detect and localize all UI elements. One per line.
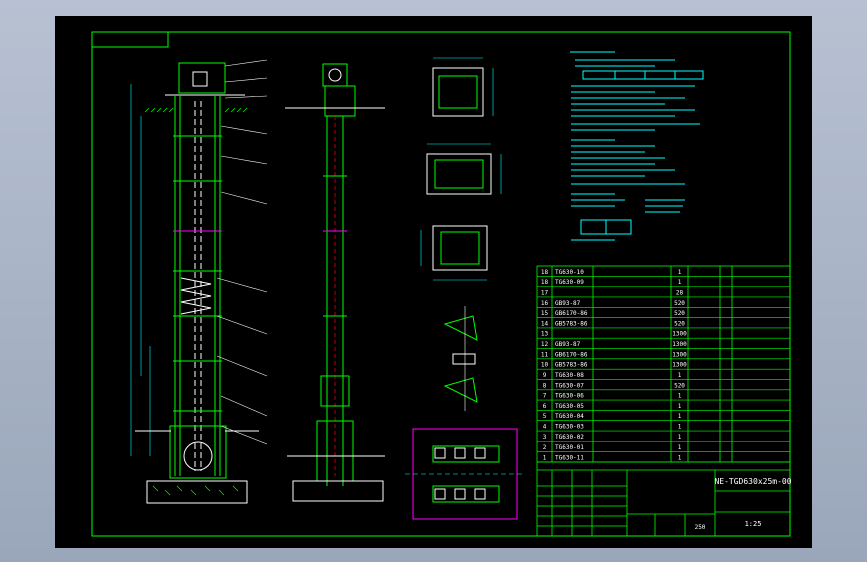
- bom-row-number: 9: [543, 372, 547, 379]
- bom-row-code: TG630-03: [555, 424, 584, 431]
- section-view-middle: [426, 143, 502, 195]
- bom-row-qty: 1: [678, 269, 682, 276]
- bom-row-qty: 1: [678, 279, 682, 286]
- drawing-number-text: NE-TGD630x25m-00: [714, 477, 791, 486]
- cad-drawing: 18TG630-10118TG630-091172816GB93-8752015…: [91, 31, 792, 537]
- bom-row-qty: 1300: [672, 351, 687, 358]
- bom-row-qty: 1: [678, 455, 682, 462]
- bom-row-number: 15: [541, 310, 549, 317]
- section-view-bottom: [420, 225, 488, 281]
- bom-row-code: GB5783-86: [555, 320, 588, 327]
- section-view-top: [432, 57, 494, 117]
- bom-row-code: TG630-07: [555, 382, 584, 389]
- bom-row-qty: 520: [674, 310, 685, 317]
- bom-row-number: 11: [541, 351, 549, 358]
- bucket-detail-view: [443, 306, 478, 411]
- bom-row-number: 1: [543, 455, 547, 462]
- side-elevation-view: [285, 63, 385, 502]
- bom-row-code: TG630-08: [555, 372, 584, 379]
- bom-row-qty: 520: [674, 382, 685, 389]
- bom-row-number: 17: [541, 289, 549, 296]
- scale-text: 1:25: [745, 520, 762, 528]
- front-ground-hatch: [144, 107, 248, 496]
- bom-row-code: GB6170-86: [555, 351, 588, 358]
- bom-row-qty: 1300: [672, 341, 687, 348]
- bom-row-number: 12: [541, 341, 549, 348]
- bom-row-code: TG630-02: [555, 434, 584, 441]
- bom-row-qty: 1: [678, 403, 682, 410]
- bom-row-number: 6: [543, 403, 547, 410]
- bom-row-number: 3: [543, 434, 547, 441]
- bom-row-qty: 1: [678, 372, 682, 379]
- bom-row-code: GB6170-86: [555, 310, 588, 317]
- bom-row-number: 4: [543, 424, 547, 431]
- foundation-plan-view: [405, 428, 525, 520]
- bom-row-number: 16: [541, 300, 549, 307]
- bom-row-number: 7: [543, 393, 547, 400]
- bom-row-code: GB93-87: [555, 341, 581, 348]
- bom-row-qty: 1300: [672, 331, 687, 338]
- bom-row-code: TG630-10: [555, 269, 584, 276]
- technical-notes-block: [570, 51, 704, 241]
- bom-row-code: TG630-05: [555, 403, 584, 410]
- top-left-label-box: [91, 31, 169, 48]
- bom-row-number: 13: [541, 331, 549, 338]
- bom-row-code: TG630-09: [555, 279, 584, 286]
- bom-row-number: 2: [543, 444, 547, 451]
- bom-row-code: TG630-11: [555, 455, 584, 462]
- bom-row-qty: 520: [674, 320, 685, 327]
- bom-row-qty: 1300: [672, 362, 687, 369]
- bom-row-qty: 28: [676, 289, 684, 296]
- bom-row-qty: 1: [678, 444, 682, 451]
- bom-table-grid: [536, 265, 791, 537]
- front-elevation-view: [130, 59, 268, 504]
- bom-row-code: GB93-87: [555, 300, 581, 307]
- bom-row-number: 14: [541, 320, 549, 327]
- bom-row-code: TG630-04: [555, 413, 584, 420]
- bom-row-number: 18: [541, 279, 549, 286]
- bom-row-code: GB5783-86: [555, 362, 588, 369]
- bom-row-qty: 1: [678, 393, 682, 400]
- bom-row-qty: 1: [678, 424, 682, 431]
- bom-row-number: 10: [541, 362, 549, 369]
- bom-row-qty: 1: [678, 434, 682, 441]
- bom-row-qty: 520: [674, 300, 685, 307]
- bom-row-code: TG630-06: [555, 393, 584, 400]
- bom-row-qty: 1: [678, 413, 682, 420]
- bom-row-number: 8: [543, 382, 547, 389]
- title-block-grid: [537, 461, 790, 536]
- bom-row-number: 18: [541, 269, 549, 276]
- bom-row-code: TG630-01: [555, 444, 584, 451]
- sheet-count-text: 250: [695, 524, 706, 531]
- bom-row-number: 5: [543, 413, 547, 420]
